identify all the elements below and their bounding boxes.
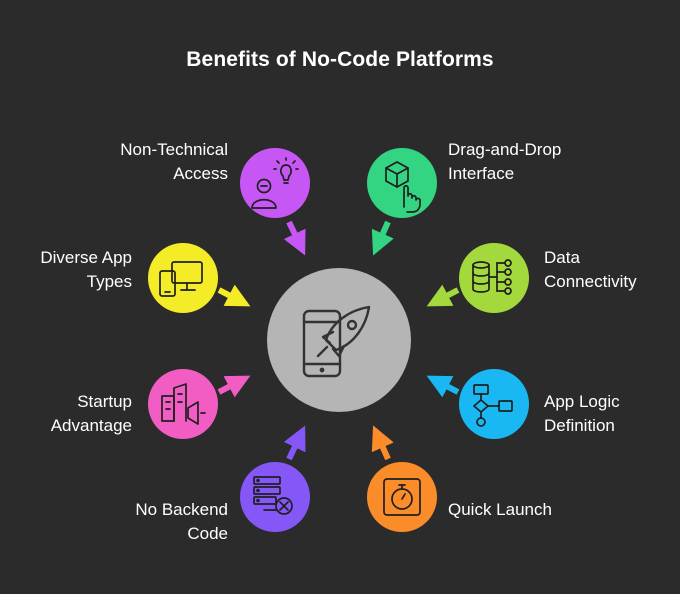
benefit-node-data-connectivity [426,243,529,313]
benefit-node-diverse-app-types [148,243,251,313]
devices-icon [159,261,203,297]
person-lightbulb-icon [251,157,299,209]
benefit-node-startup-advantage [148,369,251,439]
flowchart-icon [473,384,513,427]
benefit-node-app-logic-definition [426,369,529,439]
benefit-node-non-technical-access [240,148,310,256]
database-network-icon [472,259,512,295]
cube-hand-icon [385,161,421,213]
mobile-rocket-icon [302,305,371,378]
benefit-node-quick-launch [367,425,437,532]
label-quick-launch: Quick Launch [448,500,552,519]
stopwatch-icon [383,478,421,516]
server-cancel-icon [253,476,293,515]
buildings-megaphone-icon [161,383,206,425]
benefit-node-no-backend-code [240,425,310,532]
benefit-node-drag-and-drop-interface [367,148,437,256]
page-title: Benefits of No-Code Platforms [186,48,494,71]
